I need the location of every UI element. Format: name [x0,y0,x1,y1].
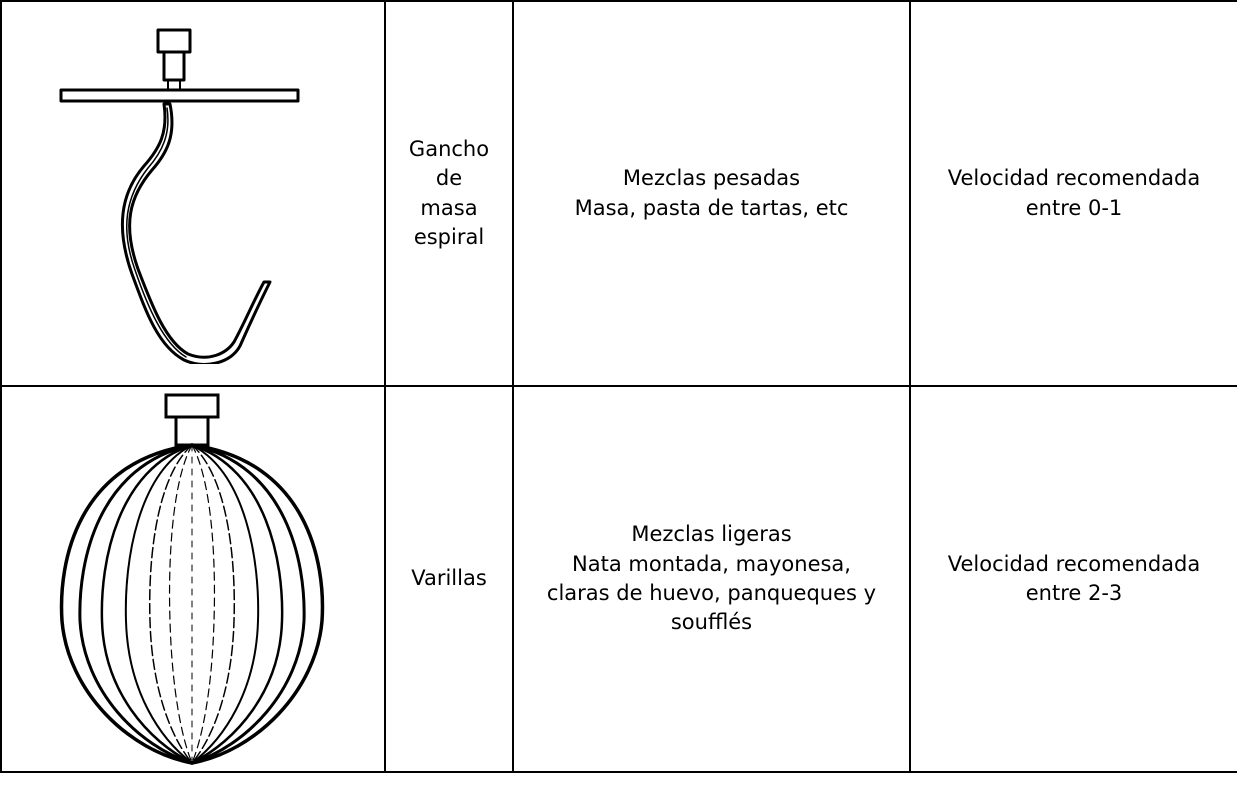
attachment-name-line: espiral [413,224,485,249]
attachment-name-line: Varillas [411,566,487,591]
spiral-dough-hook-icon [59,28,300,364]
attachment-name-line: masa [420,195,478,220]
image-cell [0,0,386,387]
usage-cell: Mezclas pesadas Masa, pasta de tartas, e… [512,0,911,387]
usage-detail: Nata montada, mayonesa, [572,551,851,576]
table-row-dough-hook: Gancho de masa espiral Mezclas pesadas M… [0,0,1237,387]
speed-line: Velocidad recomendada [947,551,1201,576]
attachment-name-line: Gancho [408,136,490,161]
usage-detail: claras de huevo, panqueques y [546,581,877,605]
usage-cell: Mezclas ligeras Nata montada, mayonesa, … [512,385,911,773]
speed-line: Velocidad recomendada [947,166,1201,191]
attachment-name-cell: Gancho de masa espiral [384,0,514,387]
speed-line: entre 0-1 [1025,195,1123,220]
attachment-name-cell: Varillas [384,385,514,773]
speed-cell: Velocidad recomendada entre 0-1 [909,0,1237,387]
attachment-name-line: de [435,166,463,191]
table-row-whisk: Varillas Mezclas ligeras Nata montada, m… [0,385,1237,773]
mixer-attachments-table: Gancho de masa espiral Mezclas pesadas M… [0,0,1237,773]
image-cell [0,385,386,773]
usage-title: Mezclas pesadas [622,166,801,191]
usage-title: Mezclas ligeras [631,522,792,547]
usage-detail: soufflés [670,610,753,635]
whisk-icon [59,393,325,765]
speed-line: entre 2-3 [1025,581,1123,605]
usage-detail: Masa, pasta de tartas, etc [574,195,849,220]
speed-cell: Velocidad recomendada entre 2-3 [909,385,1237,773]
